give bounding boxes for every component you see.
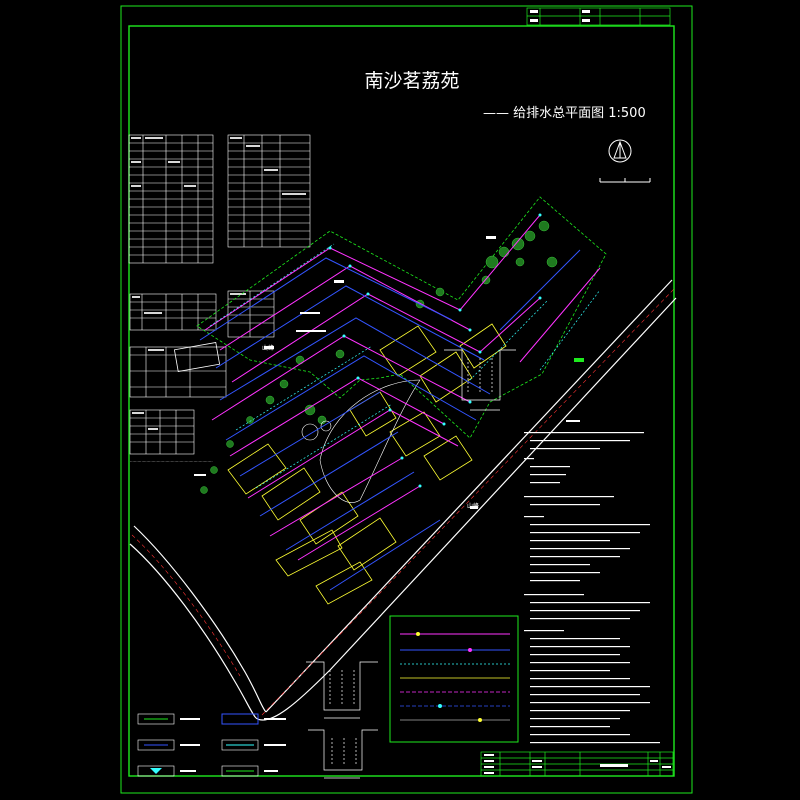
main-road	[129, 279, 677, 721]
road-centerline	[131, 288, 675, 716]
pipe-nodes	[328, 213, 542, 488]
drawing-subtitle: —— 给排水总平面图 1:500	[483, 106, 646, 121]
parking-table	[129, 293, 217, 331]
revision-block-marks	[530, 10, 590, 22]
drainage-pipes	[199, 249, 581, 591]
fountain-small	[320, 420, 332, 432]
economic-indicators-table	[128, 134, 214, 264]
table-text-marks	[131, 137, 306, 430]
road-labels: 山峰 山峰	[262, 344, 479, 510]
road-label-west: 山峰	[262, 344, 274, 352]
road-label-south: 山峰	[467, 502, 479, 510]
revision-block	[526, 7, 671, 26]
rain-pipes	[209, 243, 601, 489]
gate-building	[173, 342, 221, 372]
title-block	[480, 751, 674, 777]
site-labels	[194, 236, 584, 509]
pipe-legend-symbol-icon	[389, 615, 519, 743]
table-footnote: ........................................…	[130, 458, 213, 463]
drawing-title: 南沙茗荔苑	[364, 70, 459, 92]
site-boundary	[196, 196, 607, 439]
building-list-table	[227, 134, 311, 248]
tree-symbol-icon	[200, 220, 558, 494]
scale-bar	[599, 178, 651, 183]
drawing-frame	[128, 25, 675, 777]
fountain	[301, 423, 319, 441]
section-detail-3	[308, 729, 378, 779]
design-notes	[524, 420, 660, 744]
water-consumption-table	[129, 409, 195, 455]
section-detail-2	[306, 661, 378, 719]
section-detail-1	[444, 349, 516, 411]
outer-border	[120, 5, 693, 794]
title-block-text-marks	[484, 754, 671, 774]
line-type-legend	[137, 713, 286, 777]
north-arrow-icon	[608, 139, 632, 163]
greening-table	[227, 290, 275, 338]
